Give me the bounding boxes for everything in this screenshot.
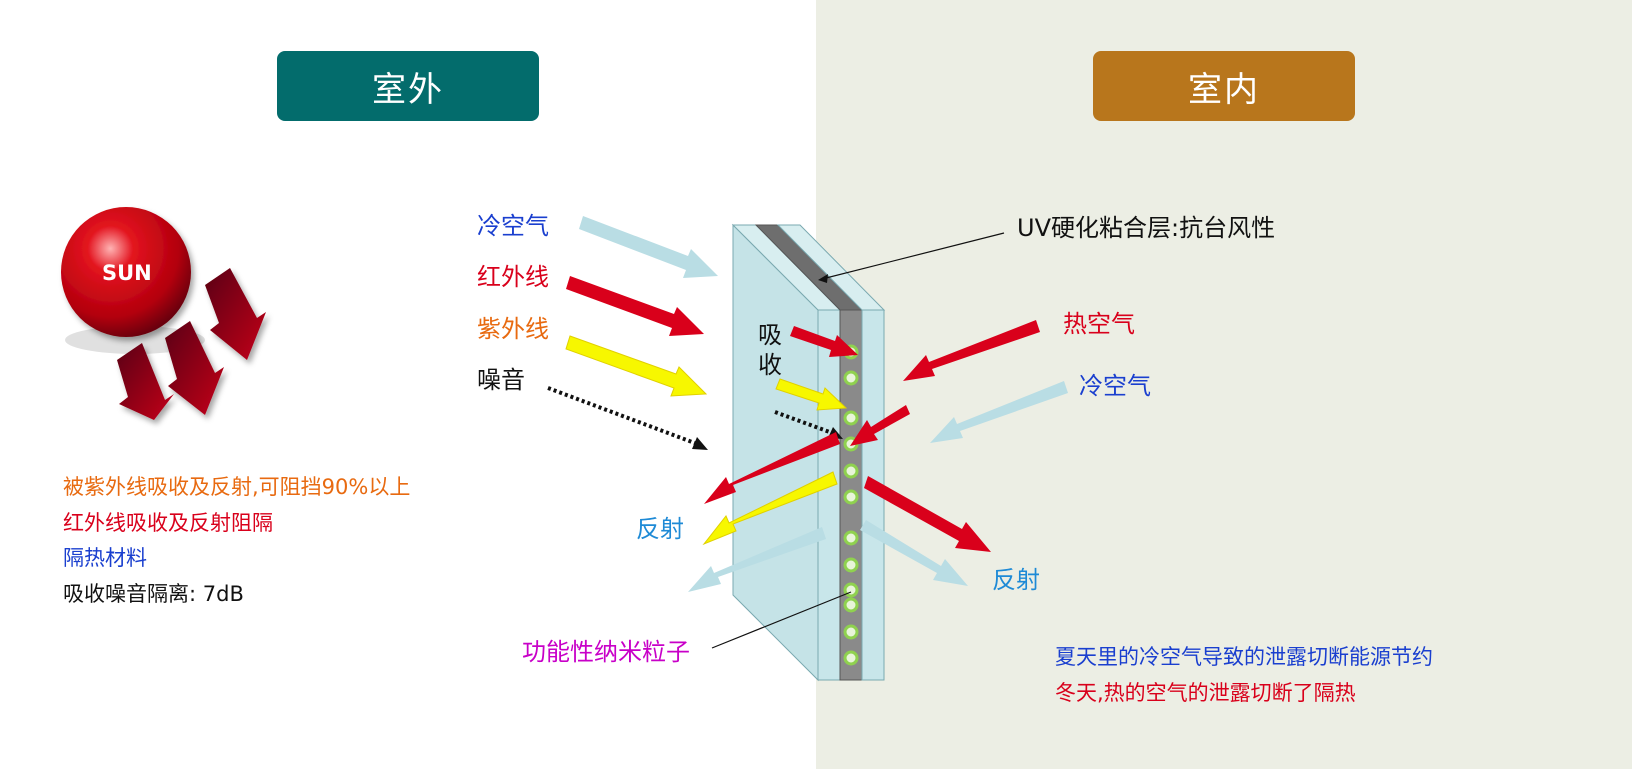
left-note-1: 被紫外线吸收及反射,可阻挡90%以上 [63, 475, 411, 499]
left-note-3: 隔热材料 [63, 546, 147, 570]
callout-nano-particles: 功能性纳米粒子 [522, 638, 690, 666]
uv-layer-leader-line [818, 232, 1005, 283]
sun-label: SUN [102, 261, 152, 285]
reflected-uv-arrow [702, 471, 838, 546]
cold-air-indoor-arrow [930, 381, 1068, 443]
label-cold-air-outside: 冷空气 [477, 212, 549, 240]
right-note-1: 夏天里的冷空气导致的泄露切断能源节约 [1055, 645, 1433, 669]
left-note-4: 吸收噪音隔离: 7dB [63, 582, 244, 606]
infrared-in-arrow [566, 276, 704, 336]
label-reflect-outside: 反射 [636, 515, 684, 543]
noise-in-arrow [547, 386, 708, 450]
label-ultraviolet: 紫外线 [477, 315, 549, 343]
sun-ray-arrows [117, 268, 266, 420]
left-note-2: 红外线吸收及反射阻隔 [63, 511, 273, 535]
nano-leader-line [711, 591, 852, 649]
absorbed-infrared-arrow [790, 326, 858, 357]
indoor-background [816, 0, 1632, 769]
right-note-2: 冬天,热的空气的泄露切断了隔热 [1055, 681, 1356, 705]
label-hot-air: 热空气 [1063, 310, 1135, 338]
reflected-cold-air-arrow [688, 527, 826, 592]
hot-air-in-arrow [903, 320, 1040, 381]
label-reflect-inside: 反射 [992, 566, 1040, 594]
nano-particles [843, 344, 859, 666]
ultraviolet-in-arrow [565, 335, 708, 397]
outdoor-badge: 室外 [277, 51, 539, 121]
reflected-infrared-arrow [704, 432, 840, 504]
label-infrared: 红外线 [477, 263, 549, 291]
label-cold-air-inside: 冷空气 [1079, 372, 1151, 400]
absorbed-uv-arrow [775, 378, 848, 411]
label-noise: 噪音 [477, 366, 525, 394]
callout-uv-layer: UV硬化粘合层:抗台风性 [1017, 214, 1276, 242]
reflected-hot-air-arrow [864, 476, 991, 552]
indoor-badge: 室内 [1093, 51, 1355, 121]
cold-air-in-arrow [579, 216, 718, 278]
glass-unit [731, 223, 886, 682]
reflected-indoor-cold-arrow [860, 520, 968, 586]
label-absorb: 吸 收 [758, 321, 782, 379]
hot-air-absorb-arrow [850, 405, 910, 446]
